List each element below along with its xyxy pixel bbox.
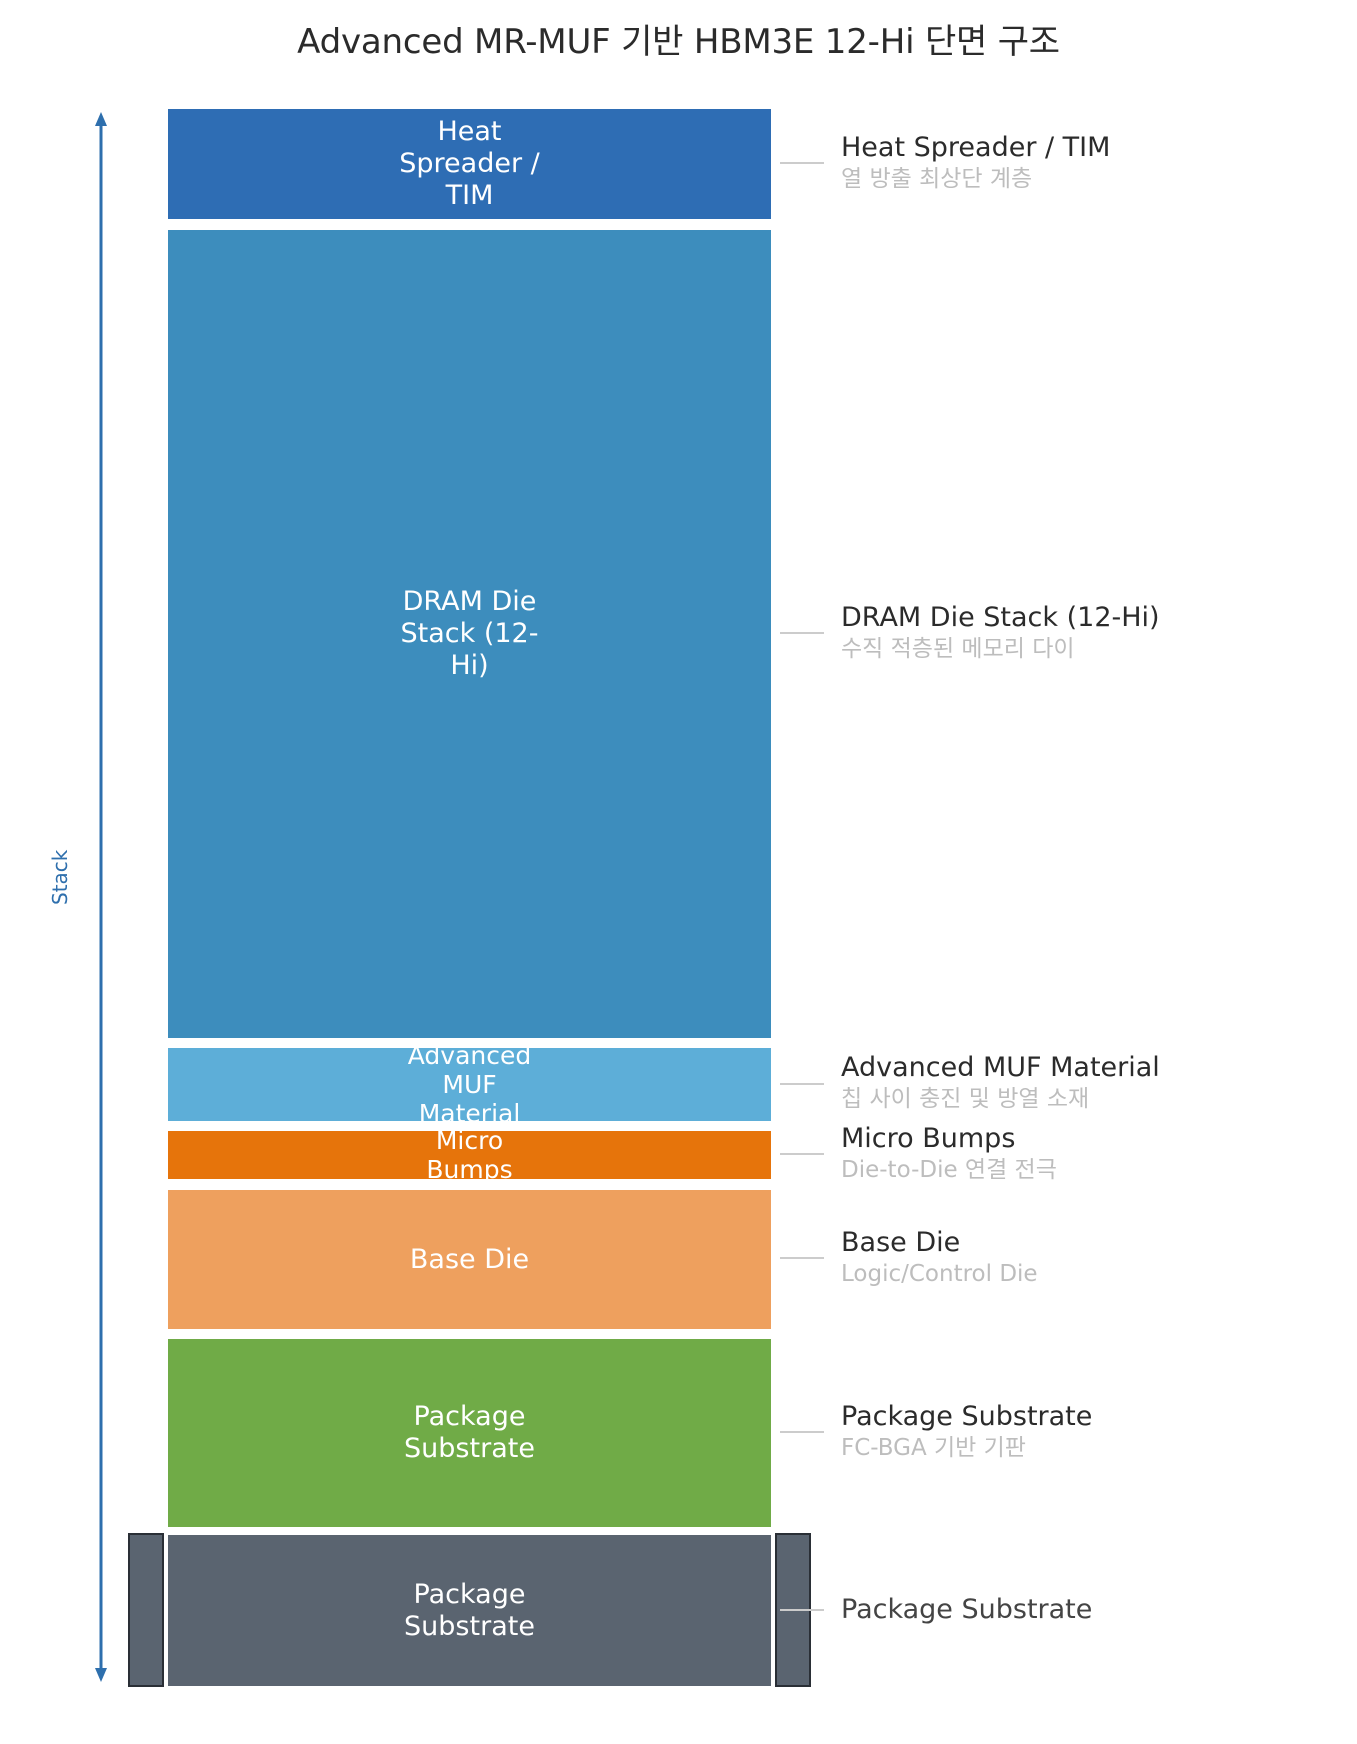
- leader-line: [780, 1257, 824, 1259]
- layer-dram-stack-label: DRAM Die Stack (12-Hi): [400, 586, 539, 681]
- layer-muf: Advanced MUF Material: [168, 1048, 771, 1121]
- leader-line: [780, 1431, 824, 1433]
- callout-micro-bumps: Micro Bumps Die-to-Die 연결 전극: [841, 1123, 1057, 1185]
- callout-muf: Advanced MUF Material 칩 사이 충진 및 방열 소재: [841, 1052, 1160, 1114]
- stack-axis-arrow: [95, 112, 107, 1682]
- layer-substrate: Package Substrate: [168, 1339, 771, 1527]
- callout-subtitle: 칩 사이 충진 및 방열 소재: [841, 1086, 1090, 1112]
- layer-base-die-label: Base Die: [409, 1243, 530, 1275]
- layer-substrate-bottom: Package Substrate: [168, 1535, 771, 1686]
- layer-micro-bumps-label: Micro Bumps: [426, 1131, 513, 1179]
- callout-title: Heat Spreader / TIM: [841, 132, 1111, 163]
- callout-title: Package Substrate: [841, 1594, 1093, 1625]
- leader-line: [780, 1083, 824, 1085]
- layer-micro-bumps: Micro Bumps: [168, 1131, 771, 1179]
- layer-base-die: Base Die: [168, 1190, 771, 1329]
- diagram-title: Advanced MR-MUF 기반 HBM3E 12-Hi 단면 구조: [297, 22, 1060, 62]
- leader-line: [780, 162, 824, 164]
- callout-title: Base Die: [841, 1227, 961, 1258]
- callout-subtitle: FC-BGA 기반 기판: [841, 1435, 1026, 1461]
- callout-title: Package Substrate: [841, 1401, 1093, 1432]
- leader-line: [780, 1153, 824, 1155]
- callout-title: Advanced MUF Material: [841, 1052, 1160, 1083]
- callout-subtitle: Logic/Control Die: [841, 1261, 1038, 1287]
- callout-heat-spreader: Heat Spreader / TIM 열 방출 최상단 계층: [841, 132, 1110, 194]
- callout-title: DRAM Die Stack (12-Hi): [841, 602, 1160, 633]
- leader-line: [780, 632, 824, 634]
- callout-base-die: Base Die Logic/Control Die: [841, 1227, 1038, 1289]
- layer-heat-spreader: Heat Spreader / TIM: [168, 109, 771, 219]
- callout-title: Micro Bumps: [841, 1123, 1016, 1154]
- callout-subtitle: Die-to-Die 연결 전극: [841, 1157, 1057, 1183]
- layer-dram-stack: DRAM Die Stack (12-Hi): [168, 230, 771, 1038]
- layer-substrate-bottom-label: Package Substrate: [404, 1578, 535, 1642]
- substrate-left-post: [128, 1533, 164, 1687]
- callout-subtitle: 수직 적층된 메모리 다이: [841, 636, 1075, 662]
- callout-substrate: Package Substrate FC-BGA 기반 기판: [841, 1401, 1092, 1463]
- layer-heat-spreader-label: Heat Spreader / TIM: [399, 116, 540, 211]
- layer-muf-label: Advanced MUF Material: [407, 1048, 532, 1121]
- stack-axis-label: Stack: [48, 849, 72, 905]
- layer-substrate-label: Package Substrate: [404, 1401, 535, 1464]
- callout-dram-stack: DRAM Die Stack (12-Hi) 수직 적층된 메모리 다이: [841, 602, 1160, 664]
- callout-substrate-bottom: Package Substrate: [841, 1594, 1092, 1626]
- callout-subtitle: 열 방출 최상단 계층: [841, 166, 1033, 192]
- leader-line: [780, 1609, 824, 1611]
